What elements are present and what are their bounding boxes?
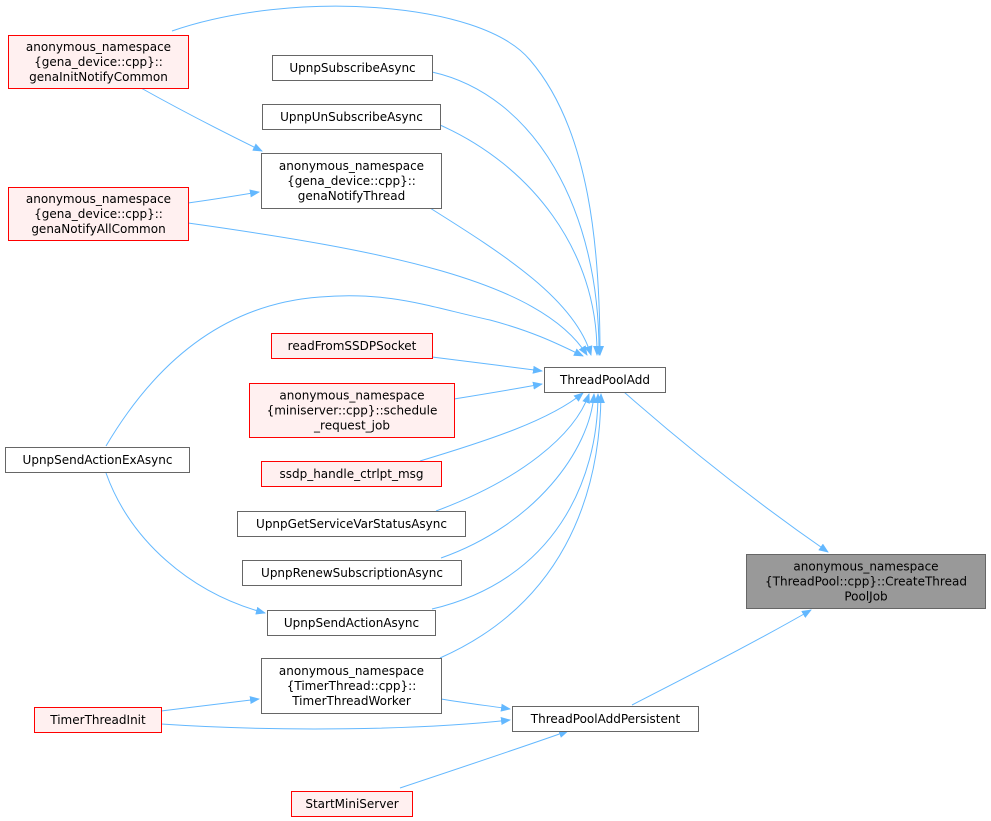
node-timer-thread-worker[interactable]: anonymous_namespace{TimerThread::cpp}::T… xyxy=(261,658,442,714)
node-box xyxy=(34,707,162,733)
node-label-line: PoolJob xyxy=(844,590,887,604)
node-label-line: anonymous_namespace xyxy=(279,664,424,678)
nodes-layer: anonymous_namespace{gena_device::cpp}::g… xyxy=(5,35,986,817)
node-box xyxy=(544,367,666,393)
node-schedule-request-job[interactable]: anonymous_namespace{miniserver::cpp}::sc… xyxy=(249,383,455,438)
node-label-line: readFromSSDPSocket xyxy=(288,339,417,353)
node-thread-pool-add-persistent[interactable]: ThreadPoolAddPersistent xyxy=(512,706,699,732)
node-box xyxy=(5,447,190,473)
node-box xyxy=(267,610,436,636)
node-box xyxy=(242,560,462,586)
node-box xyxy=(261,153,442,209)
node-box xyxy=(271,333,433,359)
edge-thread_pool_add_persistent-to-create_thread_pool_job xyxy=(631,609,812,706)
edge-start_mini_server-to-thread_pool_add_persistent xyxy=(399,730,569,789)
node-box xyxy=(8,35,189,89)
node-label-line: genaNotifyThread xyxy=(298,189,405,203)
node-box xyxy=(262,104,441,130)
edge-upnp_send_action_async-to-thread_pool_add xyxy=(431,393,602,610)
node-gena-init-notify-common[interactable]: anonymous_namespace{gena_device::cpp}::g… xyxy=(8,35,189,89)
node-label-line: anonymous_namespace xyxy=(26,192,171,206)
edge-schedule_request_job-to-thread_pool_add xyxy=(453,381,543,400)
node-label-line: {gena_device::cpp}:: xyxy=(34,207,163,221)
node-label-line: ThreadPoolAddPersistent xyxy=(530,712,681,726)
node-upnp-unsubscribe-async[interactable]: UpnpUnSubscribeAsync xyxy=(262,104,441,130)
edge-upnp_get_service_var_status_async-to-thread_pool_add xyxy=(435,393,590,512)
node-box xyxy=(261,658,442,714)
node-label-line: {miniserver::cpp}::schedule xyxy=(267,404,438,418)
node-label-line: anonymous_namespace xyxy=(793,560,938,574)
node-label-line: {TimerThread::cpp}:: xyxy=(287,679,417,693)
node-box xyxy=(746,554,986,609)
node-start-mini-server[interactable]: StartMiniServer xyxy=(291,791,413,817)
edge-gena_notify_thread-to-thread_pool_add xyxy=(429,207,593,356)
edge-upnp_send_action_ex_async-to-thread_pool_add xyxy=(105,295,584,447)
edge-timer_thread_worker-to-thread_pool_add xyxy=(439,393,605,659)
node-label-line: ssdp_handle_ctrlpt_msg xyxy=(279,467,423,481)
node-box xyxy=(8,187,189,241)
node-upnp-subscribe-async[interactable]: UpnpSubscribeAsync xyxy=(272,55,433,81)
node-label-line: anonymous_namespace xyxy=(279,159,424,173)
node-box xyxy=(237,511,466,537)
node-label-line: genaNotifyAllCommon xyxy=(31,222,165,236)
node-label-line: UpnpSubscribeAsync xyxy=(289,61,415,75)
node-label-line: UpnpUnSubscribeAsync xyxy=(280,110,423,124)
node-upnp-renew-subscription-async[interactable]: UpnpRenewSubscriptionAsync xyxy=(242,560,462,586)
node-label-line: {gena_device::cpp}:: xyxy=(287,174,416,188)
node-label-line: anonymous_namespace xyxy=(279,389,424,403)
edge-thread_pool_add-to-create_thread_pool_job xyxy=(623,391,829,553)
edge-gena_init_notify_common-to-thread_pool_add xyxy=(171,5,604,356)
edge-upnp_subscribe_async-to-thread_pool_add xyxy=(431,71,604,356)
node-label-line: UpnpSendActionAsync xyxy=(284,616,419,630)
node-box xyxy=(512,706,699,732)
edge-gena_notify_all_common-to-thread_pool_add xyxy=(187,222,588,356)
node-box xyxy=(249,383,455,438)
edge-gena_notify_all_common-to-gena_notify_thread xyxy=(187,189,260,204)
edge-timer_thread_init-to-thread_pool_add_persistent xyxy=(160,717,511,730)
edge-upnp_renew_subscription_async-to-thread_pool_add xyxy=(440,393,598,559)
node-thread-pool-add[interactable]: ThreadPoolAdd xyxy=(544,367,666,393)
node-label-line: anonymous_namespace xyxy=(26,40,171,54)
edge-ssdp_handle_ctrlpt_msg-to-thread_pool_add xyxy=(419,392,584,462)
node-box xyxy=(261,461,442,487)
node-label-line: TimerThreadInit xyxy=(49,713,146,727)
edge-timer_thread_worker-to-thread_pool_add_persistent xyxy=(440,698,511,712)
node-label-line: TimerThreadWorker xyxy=(291,694,411,708)
node-label-line: UpnpRenewSubscriptionAsync xyxy=(261,566,443,580)
edge-timer_thread_init-to-timer_thread_worker xyxy=(160,696,260,712)
node-upnp-send-action-async[interactable]: UpnpSendActionAsync xyxy=(267,610,436,636)
edge-read_from_ssdp_socket-to-thread_pool_add xyxy=(431,356,543,374)
node-upnp-get-service-var-status-async[interactable]: UpnpGetServiceVarStatusAsync xyxy=(237,511,466,537)
edge-upnp_send_action_ex_async-to-upnp_send_action_async xyxy=(105,472,266,615)
node-label-line: {ThreadPool::cpp}::CreateThread xyxy=(765,575,967,589)
node-label-line: StartMiniServer xyxy=(305,797,398,811)
node-label-line: _request_job xyxy=(313,419,390,433)
node-label-line: UpnpGetServiceVarStatusAsync xyxy=(256,517,447,531)
node-create-thread-pool-job[interactable]: anonymous_namespace{ThreadPool::cpp}::Cr… xyxy=(746,554,986,609)
node-gena-notify-all-common[interactable]: anonymous_namespace{gena_device::cpp}::g… xyxy=(8,187,189,241)
node-ssdp-handle-ctrlpt-msg[interactable]: ssdp_handle_ctrlpt_msg xyxy=(261,461,442,487)
node-upnp-send-action-ex-async[interactable]: UpnpSendActionExAsync xyxy=(5,447,190,473)
node-label-line: UpnpSendActionExAsync xyxy=(23,453,173,467)
node-box xyxy=(272,55,433,81)
node-label-line: {gena_device::cpp}:: xyxy=(34,55,163,69)
node-read-from-ssdp-socket[interactable]: readFromSSDPSocket xyxy=(271,333,433,359)
edges-layer xyxy=(105,5,829,789)
node-timer-thread-init[interactable]: TimerThreadInit xyxy=(34,707,162,733)
node-label-line: genaInitNotifyCommon xyxy=(29,70,168,84)
node-box xyxy=(291,791,413,817)
edge-gena_init_notify_common-to-gena_notify_thread xyxy=(140,87,263,152)
edge-upnp_unsubscribe_async-to-thread_pool_add xyxy=(439,124,602,356)
node-gena-notify-thread[interactable]: anonymous_namespace{gena_device::cpp}::g… xyxy=(261,153,442,209)
node-label-line: ThreadPoolAdd xyxy=(559,373,650,387)
